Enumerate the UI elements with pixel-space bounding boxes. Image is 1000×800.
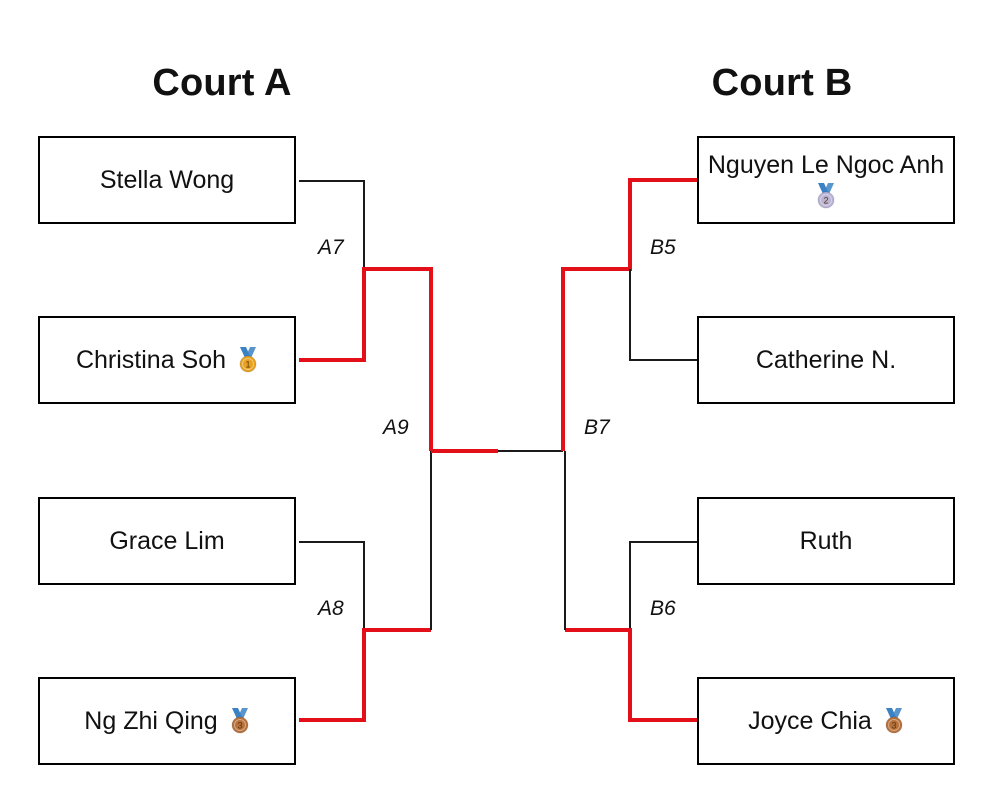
match-label-a8: A8 (318, 597, 344, 620)
player-box-stella-wong[interactable]: Stella Wong (38, 136, 296, 224)
bronze-medal-icon: 3 (884, 707, 904, 735)
player-box-joyce-chia[interactable]: Joyce Chia 3 (697, 677, 955, 765)
player-name: Joyce Chia (748, 707, 872, 735)
svg-text:2: 2 (823, 196, 828, 206)
player-name: Ruth (799, 527, 853, 555)
bronze-medal-icon: 3 (230, 707, 250, 735)
match-label-b5: B5 (650, 236, 676, 259)
medal-graphic: 3 (231, 708, 249, 734)
player-name: Stella Wong (99, 166, 235, 194)
winner-line-b6 (565, 628, 697, 722)
svg-text:3: 3 (891, 721, 896, 731)
match-label-b7: B7 (584, 416, 610, 439)
svg-text:1: 1 (246, 360, 251, 370)
winner-line-a8 (299, 628, 431, 722)
winner-line-a7 (299, 267, 433, 451)
player-name: Nguyen Le Ngoc Anh (707, 151, 945, 179)
medal-graphic: 1 (239, 347, 257, 373)
player-box-grace-lim[interactable]: Grace Lim (38, 497, 296, 585)
court-b-title: Court B (711, 62, 853, 104)
player-name: Ng Zhi Qing (84, 707, 218, 735)
player-box-catherine-n[interactable]: Catherine N. (697, 316, 955, 404)
silver-medal-icon: 2 (816, 182, 836, 210)
match-label-a7: A7 (318, 236, 344, 259)
winner-line-b5 (561, 178, 697, 451)
player-name: Christina Soh (75, 346, 227, 374)
medal-graphic: 2 (817, 183, 835, 209)
player-box-christina-soh[interactable]: Christina Soh 1 (38, 316, 296, 404)
bracket-line-b5-bottom (629, 269, 697, 361)
match-label-a9: A9 (383, 416, 409, 439)
player-box-nguyen-le-ngoc-anh[interactable]: Nguyen Le Ngoc Anh 2 (697, 136, 955, 224)
player-box-ng-zhi-qing[interactable]: Ng Zhi Qing 3 (38, 677, 296, 765)
svg-text:3: 3 (237, 721, 242, 731)
player-box-ruth[interactable]: Ruth (697, 497, 955, 585)
medal-graphic: 3 (885, 708, 903, 734)
gold-medal-icon: 1 (238, 346, 258, 374)
court-a-title: Court A (152, 62, 292, 104)
player-name: Grace Lim (109, 527, 225, 555)
match-label-b6: B6 (650, 597, 676, 620)
player-name: Catherine N. (755, 346, 897, 374)
